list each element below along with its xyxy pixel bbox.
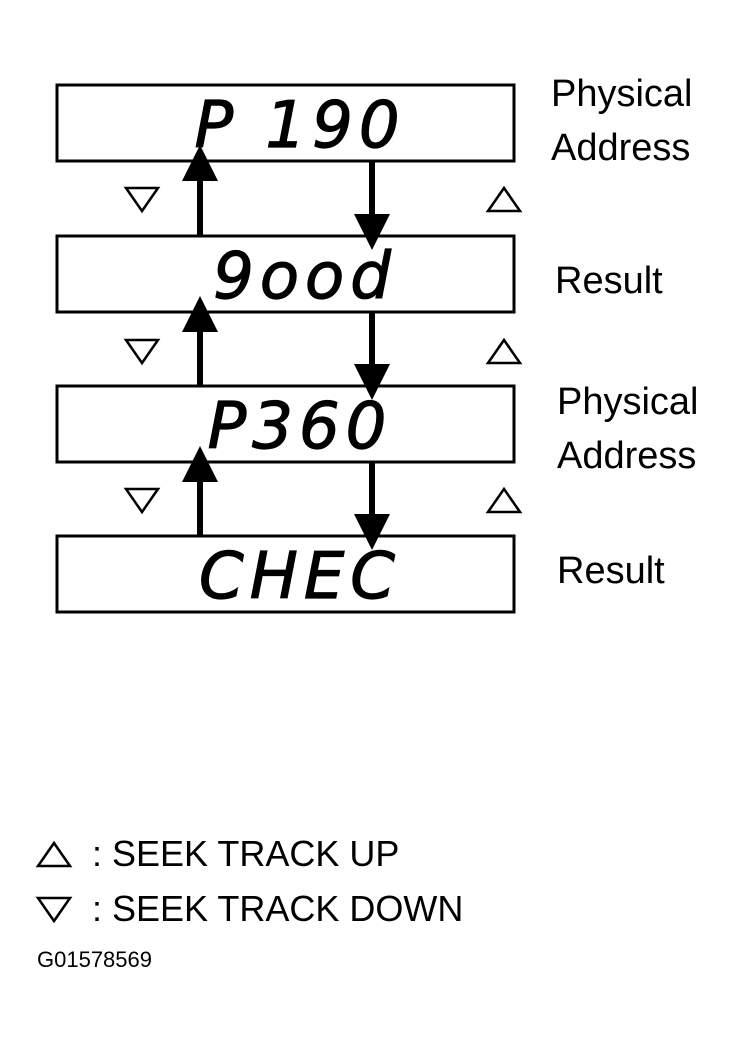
seek-down-icon-1 [123,186,161,214]
display-1-label-line2: Address [551,127,690,169]
figure-id: G01578569 [37,947,152,972]
display-1-box [55,83,516,163]
display-4-box [55,534,516,614]
seek-up-icon-3 [485,486,523,514]
display-2-text: 9ood [213,240,397,314]
display-3-label-line1: Physical [557,381,699,423]
seek-down-icon-3 [123,487,161,515]
seek-down-icon-2 [123,338,161,366]
display-3-box [55,384,516,464]
display-1-label-line1: Physical [551,73,693,115]
display-3-text: P360 [208,390,393,464]
legend-up-icon [35,840,73,868]
display-3-label-line2: Address [557,435,696,477]
legend-down-text: : SEEK TRACK DOWN [92,888,463,929]
display-1-text: P 190 [194,89,405,163]
display-2-box [55,234,516,314]
display-4-text: CHEC [199,540,401,614]
seek-up-icon-2 [485,337,523,365]
seek-up-icon-1 [485,185,523,213]
legend-up-text: : SEEK TRACK UP [92,833,399,874]
display-2-label-line1: Result [555,260,663,302]
display-4-label-line1: Result [557,550,665,592]
legend-down-icon [35,896,73,924]
